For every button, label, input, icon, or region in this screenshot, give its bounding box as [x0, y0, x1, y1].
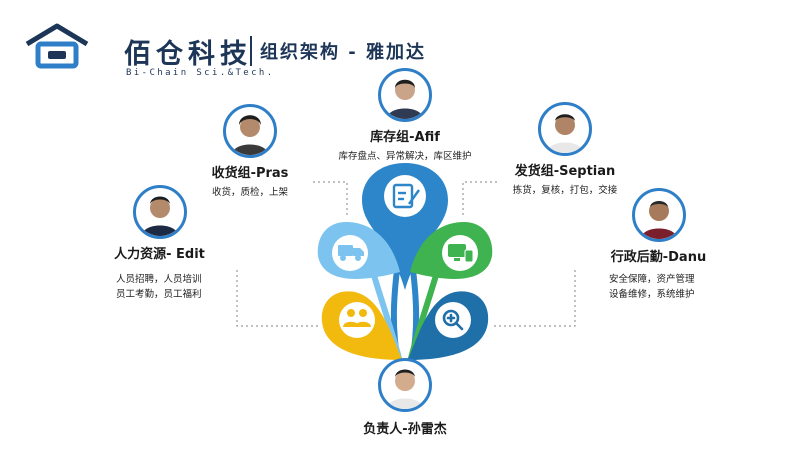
petal-left-lower [321, 291, 402, 360]
avatar [631, 188, 686, 242]
duty-line: 人员招聘，人员培训 [116, 274, 202, 285]
duty-line: 员工考勤，员工福利 [116, 289, 202, 300]
avatar [538, 102, 592, 156]
node-hr: 人力资源- Edit 人员招聘，人员培训 员工考勤，员工福利 [97, 185, 222, 302]
node-admin: 行政后勤-Danu 安全保障，资产管理 设备维修，系统维护 [596, 188, 721, 302]
page-title: 组织架构 - 雅加达 [260, 42, 427, 63]
header: 佰仓科技 Bi-Chain Sci.&Tech. 组织架构 - 雅加达 [22, 18, 782, 78]
role-title: 发货组-Septian [514, 164, 616, 179]
person-icon [141, 196, 178, 236]
person-icon [387, 79, 423, 119]
duty-line: 收货，质检，上架 [211, 187, 288, 198]
duty-line: 设备维修，系统维护 [609, 289, 695, 300]
person-icon [640, 201, 677, 239]
magnifier-plus-icon [442, 309, 464, 331]
node-leader: 负责人-孙雷杰 [345, 358, 465, 437]
avatar [132, 185, 187, 239]
petal-right-lower [408, 291, 489, 360]
person-icon [387, 369, 423, 409]
person-icon [547, 114, 583, 153]
duties: 人员招聘，人员培训 员工考勤，员工福利 [97, 272, 222, 302]
duties: 拣货，复核，打包，交接 [495, 183, 635, 198]
connector-hr [236, 270, 318, 327]
avatar [378, 68, 432, 122]
avatar [223, 104, 277, 158]
petal-left-upper [317, 222, 400, 279]
node-inventory: 库存组-Afif 库存盘点、异常解决，库区维护 [325, 68, 485, 164]
clipboard-pen-icon [392, 183, 420, 209]
role-title: 人力资源- Edit [114, 247, 205, 262]
duty-line: 拣货，复核，打包，交接 [512, 185, 618, 196]
brand-name: 佰仓科技 [124, 39, 252, 70]
people-icon [343, 309, 371, 327]
person-icon [232, 115, 268, 155]
connector-lines [236, 181, 576, 327]
monitor-device-icon [448, 244, 474, 263]
header-divider [250, 36, 252, 66]
avatar [378, 358, 432, 412]
house-chain-logo-icon [25, 23, 89, 69]
role-title: 行政后勤-Danu [610, 250, 707, 265]
petal-top [362, 163, 448, 290]
duties: 收货，质检，上架 [185, 185, 315, 200]
role-title: 库存组-Afif [370, 130, 440, 145]
duties: 库存盘点、异常解决，库区维护 [325, 149, 485, 164]
connector-receiving [313, 181, 348, 216]
truck-icon [338, 245, 364, 261]
role-title: 负责人-孙雷杰 [363, 422, 447, 437]
petal-right-upper [410, 222, 493, 279]
node-receiving: 收货组-Pras 收货，质检，上架 [185, 104, 315, 200]
duty-line: 安全保障，资产管理 [609, 274, 695, 285]
duty-line: 库存盘点、异常解决，库区维护 [338, 151, 472, 162]
connector-admin [492, 270, 576, 327]
brand-subtitle: Bi-Chain Sci.&Tech. [126, 68, 275, 78]
role-title: 收货组-Pras [211, 166, 289, 181]
connector-shipping [462, 181, 497, 216]
node-shipping: 发货组-Septian 拣货，复核，打包，交接 [495, 102, 635, 198]
duties: 安全保障，资产管理 设备维修，系统维护 [596, 272, 721, 302]
